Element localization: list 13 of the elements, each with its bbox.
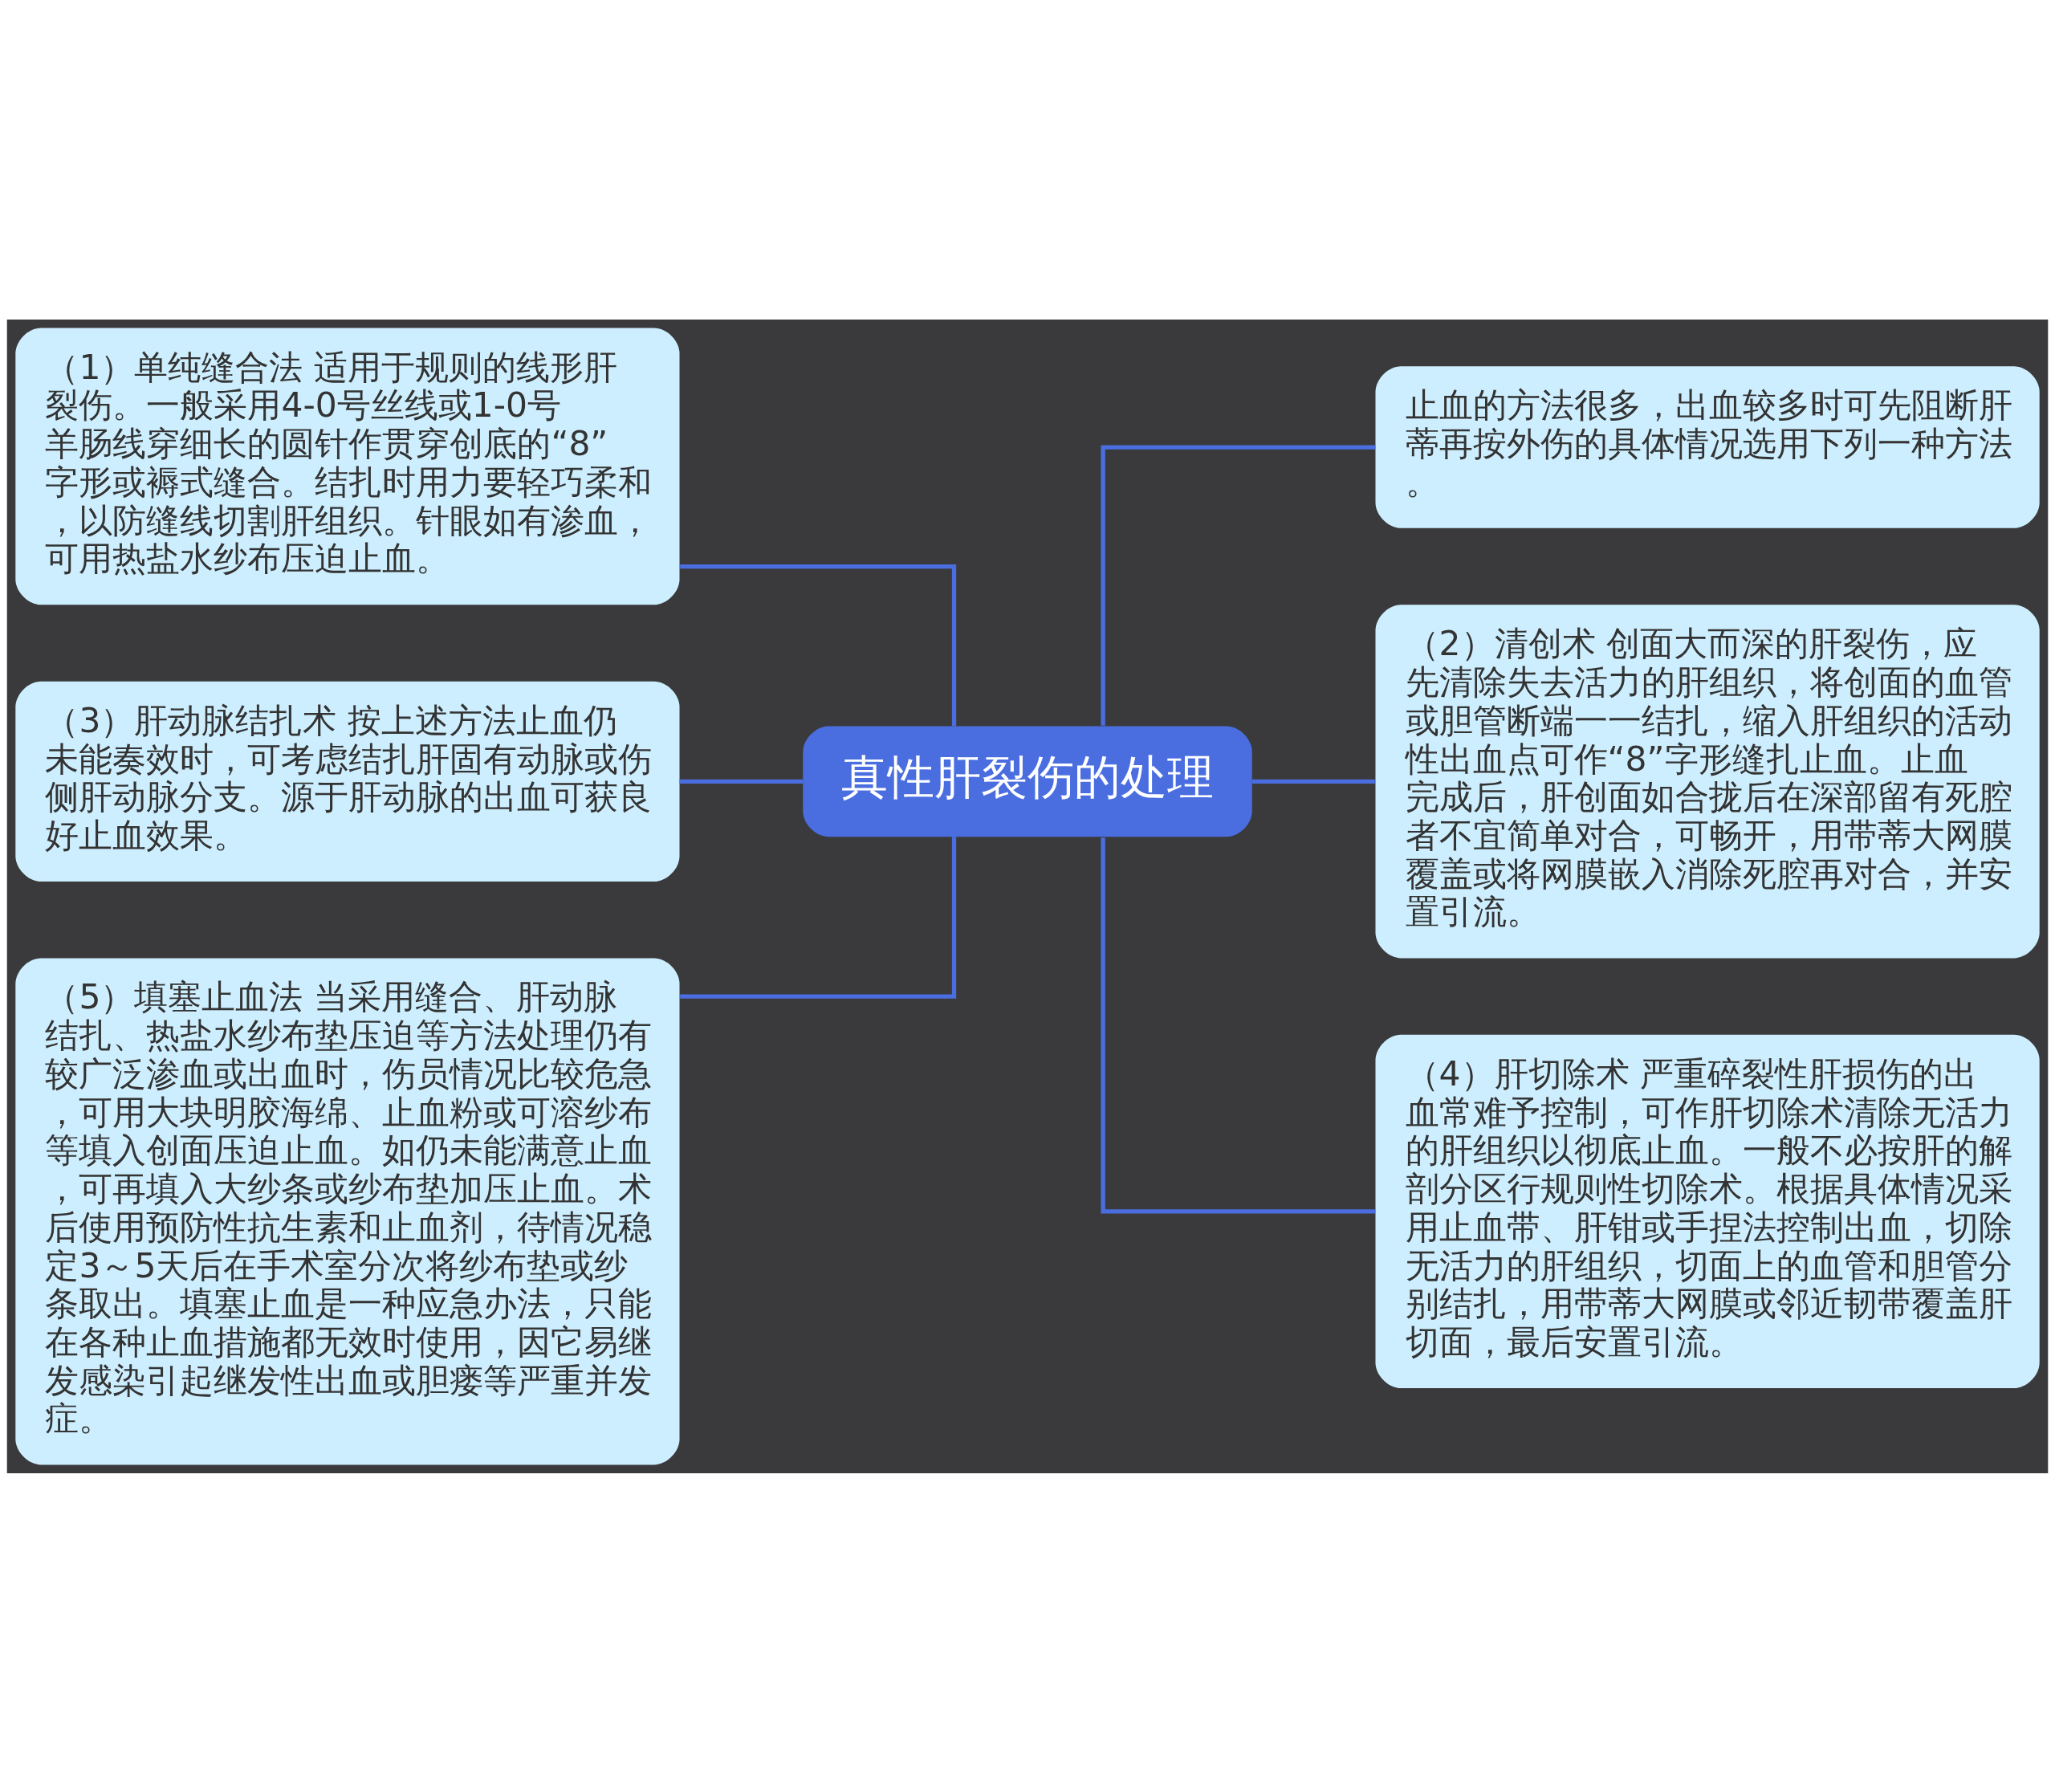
node-box: 真性肝裂伤的处理 bbox=[803, 725, 1252, 837]
connector bbox=[1101, 837, 1376, 1214]
connector bbox=[680, 564, 957, 726]
node-box: （4）肝切除术 严重碎裂性肝损伤的出血常难予控制，可作肝切除术清除无活力的肝组织以彻底止血。一般不必按肝的解剖分区行规则性切除术。根据具体情况采用止血带、肝钳或手捏法控制出血，切除无活力的肝组织，切面上的血管和胆管分别结扎，用带蒂大网膜或邻近韧带覆盖肝切面，最后安置引流。 bbox=[1375, 1034, 2040, 1388]
node-box: 止血的方法很多，出血较多时可先阻断肝蒂再按外伤的具体情况选用下列一种方法。 bbox=[1375, 365, 2040, 528]
connector bbox=[1101, 444, 1376, 726]
node-box: （2）清创术 创面大而深的肝裂伤，应先清除失去活力的肝组织，将创面的血管或胆管断端一一结扎，缩入肝组织的活动性出血点可作“8”字形缝扎止血。止血完成后，肝创面如合拢后在深部留有死腔者不宜简单对合，可畅开，用带蒂大网膜覆盖或将网膜嵌入消除死腔再对合，并安置引流。 bbox=[1375, 604, 2040, 958]
connector bbox=[1251, 779, 1375, 784]
node-box: （1）单纯缝合法 适用于规则的线形肝裂伤。一般采用4-0号丝线或1-0号羊肠线穿细长的圆针作贯穿创底的“8”字形或褥式缝合。结扎时用力要轻巧柔和，以防缝线切割肝组织。针眼如有渗血，可用热盐水纱布压迫止血。 bbox=[15, 328, 680, 605]
node-box: （3）肝动脉结扎术 按上述方法止血仍未能奏效时，可考虑结扎肝固有动脉或伤侧肝动脉分支。源于肝动脉的出血可获良好止血效果。 bbox=[15, 681, 680, 882]
connector bbox=[680, 836, 957, 999]
connector bbox=[679, 779, 804, 784]
node-box: （5）填塞止血法 当采用缝合、肝动脉结扎、热盐水纱布垫压迫等方法处理仍有较广泛渗血或出血时，伤员情况比较危急，可用大块明胶海绵、止血粉或可溶纱布等填入创面压迫止血。如仍未能满意止血，可再填入大纱条或纱布垫加压止血。术后使用预防性抗生素和止血剂，待情况稳定3～5天后在手术室分次将纱布垫或纱条取出。填塞止血是一种应急办法，只能在各种止血措施都无效时使用，因它易继发感染引起继发性出血或胆瘘等严重并发症。 bbox=[15, 957, 680, 1464]
